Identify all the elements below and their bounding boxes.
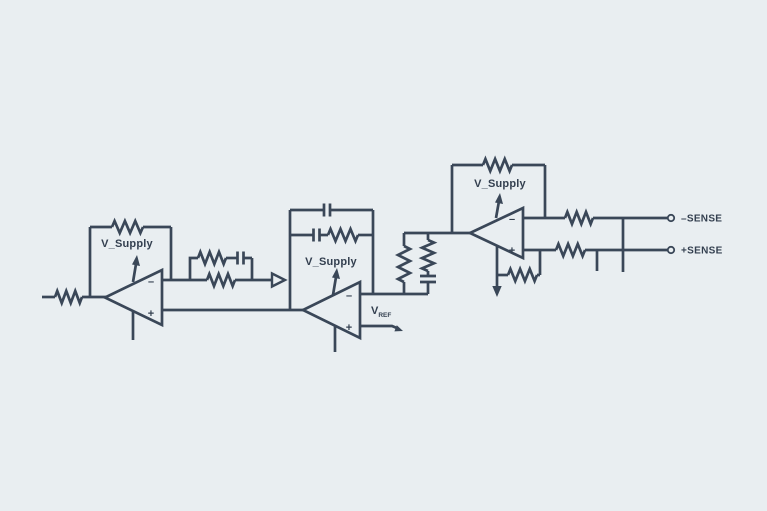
inverting-sign: – (509, 214, 515, 226)
series-resistor (205, 272, 237, 288)
input-resistor (563, 210, 595, 226)
terminal-neg-sense (666, 213, 676, 223)
vref-wire (360, 324, 399, 330)
opamp-triangle (299, 279, 362, 341)
bias-resistor (506, 267, 539, 283)
vsupply-arrow (331, 276, 338, 296)
vref-arrow-icon (394, 325, 403, 332)
branch-resistor (196, 250, 228, 266)
wire (188, 256, 198, 280)
vsupply-arrow (131, 263, 138, 283)
opamp-stage-right: – + V_Supply –SENSE +SENSE (450, 157, 723, 297)
feedback-resistor (481, 157, 514, 173)
branch-capacitor (312, 227, 321, 243)
noninverting-sign: + (346, 322, 352, 334)
vsupply-arrow (494, 200, 501, 219)
opamp-stage-left: – + V_Supply (42, 219, 303, 340)
noninverting-sign: + (509, 245, 515, 257)
vsupply-label: V_Supply (101, 238, 153, 250)
vsupply-label: V_Supply (305, 256, 357, 268)
feedback-resistor (110, 219, 145, 235)
shunt-capacitor (418, 274, 438, 284)
shunt-resistor (396, 244, 412, 284)
resistor (53, 289, 84, 305)
opamp-stage-middle: – + V_Supply VREF (288, 202, 470, 352)
pos-sense-label: +SENSE (681, 246, 723, 257)
vsupply-arrow-icon (332, 268, 340, 279)
ground-arrow-icon (492, 286, 502, 297)
vsupply-arrow-icon (495, 193, 503, 204)
neg-sense-label: –SENSE (681, 214, 722, 225)
inverting-sign: – (148, 276, 154, 288)
vref-base: V (371, 305, 379, 317)
branch-capacitor (236, 250, 245, 266)
shunt-resistor (420, 238, 436, 273)
branch-resistor (326, 227, 360, 243)
feedback-capacitor (322, 202, 332, 218)
input-resistor (554, 242, 587, 258)
vref-label: VREF (371, 305, 391, 319)
vsupply-label: V_Supply (474, 178, 526, 190)
signal-arrow-icon (270, 271, 288, 289)
opamp-triangle (466, 205, 525, 261)
wire (537, 250, 542, 277)
vref-sub: REF (378, 312, 391, 319)
noninverting-sign: + (148, 308, 154, 320)
terminal-pos-sense (666, 245, 676, 255)
wire (244, 256, 254, 280)
inverting-sign: – (346, 290, 352, 302)
vsupply-arrow-icon (132, 255, 140, 266)
opamp-triangle (101, 267, 164, 328)
